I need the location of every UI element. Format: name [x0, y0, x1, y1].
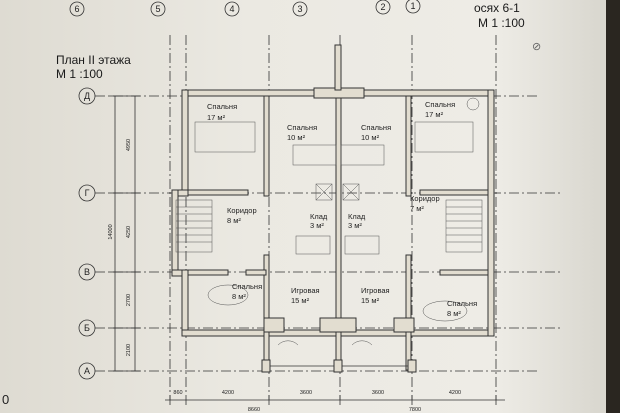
column-axes: 6 5 4 3 2 1	[69, 0, 421, 17]
room-area: 7 м²	[410, 204, 424, 213]
left-dimensions: 4950 4250 2700 2100 14000	[108, 95, 140, 372]
corner-scale: М 1 :100	[478, 16, 525, 30]
dim-4200-left: 4200	[222, 390, 234, 396]
room-name: Игровая	[361, 286, 390, 295]
dim-3600-left: 3600	[300, 390, 312, 396]
axis-D: Д	[84, 91, 90, 101]
room-name: Спальня	[361, 123, 391, 132]
axis-1: 1	[410, 1, 415, 11]
room-name: Спальня	[207, 102, 237, 111]
axis-3: 3	[297, 4, 302, 14]
axis-2: 2	[380, 2, 385, 12]
room-area: 15 м²	[291, 296, 310, 305]
room-area: 10 м²	[361, 133, 380, 142]
room-area: 17 м²	[425, 110, 444, 119]
axis-G: Г	[85, 188, 90, 198]
edge-number: 0	[2, 392, 9, 407]
photo-edge	[606, 0, 620, 413]
room-name: Клад	[310, 212, 328, 221]
axis-B: Б	[84, 323, 90, 333]
dim-7800: 7800	[409, 407, 421, 413]
dim-4200-right: 4200	[449, 390, 461, 396]
room-labels: Спальня 17 м² Спальня 10 м² Спальня 10 м…	[207, 100, 477, 318]
corner-title: осях 6-1	[474, 1, 520, 15]
dim-8660: 8660	[248, 407, 260, 413]
room-name: Клад	[348, 212, 366, 221]
room-name: Коридор	[227, 206, 257, 215]
room-name: Спальня	[447, 299, 477, 308]
room-area: 3 м²	[348, 221, 362, 230]
dim-3600-right: 3600	[372, 390, 384, 396]
room-name: Спальня	[425, 100, 455, 109]
dim-4950: 4950	[126, 139, 132, 151]
room-area: 10 м²	[287, 133, 306, 142]
room-area: 15 м²	[361, 296, 380, 305]
room-name: Коридор	[410, 194, 440, 203]
axis-6: 6	[74, 4, 79, 14]
axis-4: 4	[229, 4, 234, 14]
axis-5: 5	[155, 4, 160, 14]
plan-title: План II этажа	[56, 53, 131, 67]
dim-860: 860	[173, 390, 182, 396]
room-name: Спальня	[287, 123, 317, 132]
room-area: 8 м²	[232, 292, 246, 301]
furniture	[175, 97, 483, 346]
axis-A: А	[84, 366, 90, 376]
room-area: 8 м²	[227, 216, 241, 225]
row-axes: Д Г В Б А	[78, 87, 96, 380]
room-area: 3 м²	[310, 221, 324, 230]
room-name: Игровая	[291, 286, 320, 295]
dim-2100: 2100	[126, 344, 132, 356]
walls	[171, 44, 495, 373]
room-name: Спальня	[232, 282, 262, 291]
dim-14000: 14000	[108, 224, 114, 239]
axis-V: В	[84, 267, 90, 277]
room-area: 8 м²	[447, 309, 461, 318]
plan-scale: М 1 :100	[56, 67, 103, 81]
room-area: 17 м²	[207, 113, 226, 122]
dim-4250: 4250	[126, 226, 132, 238]
dim-2700: 2700	[126, 294, 132, 306]
bottom-dimensions: 860 4200 3600 3600 4200 8660 7800	[165, 390, 505, 413]
pen-mark-icon: ⊘	[532, 41, 541, 53]
